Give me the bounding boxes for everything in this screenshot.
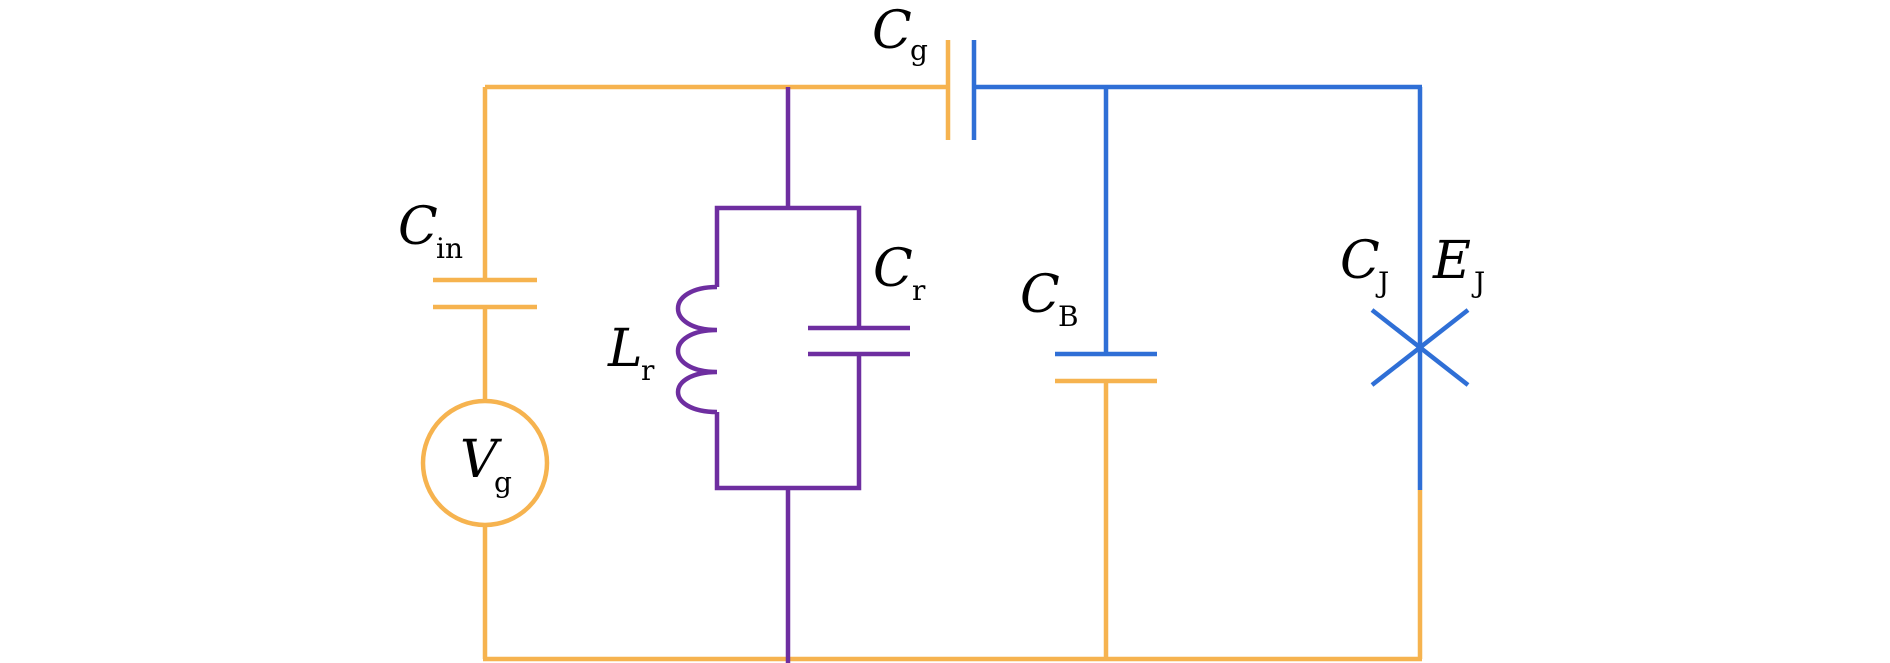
label-c-j: C J [1340,231,1389,299]
resonator-bottom-rail [714,354,862,491]
c-in-sub: in [436,232,463,265]
resonator-top-rail [714,205,862,328]
label-l-r: L r [607,319,655,387]
v-g-sub: g [494,466,512,499]
c-j-main: C [1340,231,1380,291]
c-g-sub: g [910,34,928,67]
l-r-main: L [607,319,643,379]
e-j-sub: J [1471,266,1485,299]
qubit-branch [971,40,1470,490]
c-in-main: C [398,197,438,257]
label-c-in: C in [398,197,463,265]
c-b-main: C [1020,265,1060,325]
c-b-sub: B [1058,300,1079,333]
junction-cross-b [1370,308,1470,387]
label-v-g: V g [460,430,512,499]
e-j-main: E [1432,231,1471,291]
label-c-r: C r [873,239,926,307]
label-c-b: C B [1020,265,1079,333]
source-branch [420,40,1423,662]
c-j-sub: J [1375,266,1389,299]
c-r-sub: r [912,274,926,307]
label-c-g: C g [872,1,928,67]
inductor-coil [675,284,718,415]
v-g-main: V [460,430,502,490]
resonator-branch [675,87,910,663]
c-g-main: C [872,1,912,61]
c-r-main: C [873,239,913,299]
label-e-j: E J [1432,231,1485,299]
l-r-sub: r [641,354,655,387]
